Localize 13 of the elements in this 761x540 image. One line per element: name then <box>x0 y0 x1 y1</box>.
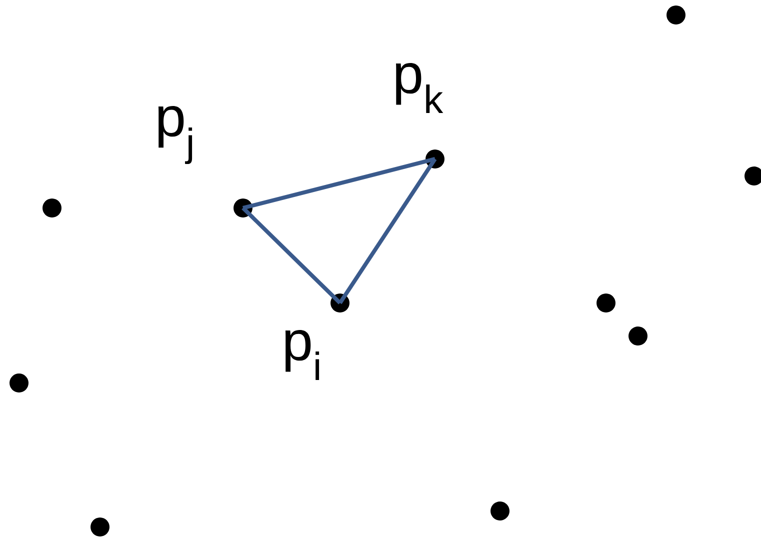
point-label: p$_{j}$ <box>158 106 192 164</box>
point-dot <box>490 501 510 520</box>
point-dot <box>10 374 28 392</box>
triangle-edge <box>338 158 437 304</box>
point-dot <box>628 326 648 346</box>
point-dot <box>42 198 62 218</box>
point-label: p$_{i}$ <box>285 330 320 380</box>
triangle-edge <box>242 157 436 210</box>
point-dot <box>596 294 616 312</box>
point-dot <box>666 6 686 24</box>
point-dot <box>90 517 110 536</box>
triangle-edge <box>242 206 342 304</box>
point-label: p$_{k}$ <box>396 63 444 113</box>
